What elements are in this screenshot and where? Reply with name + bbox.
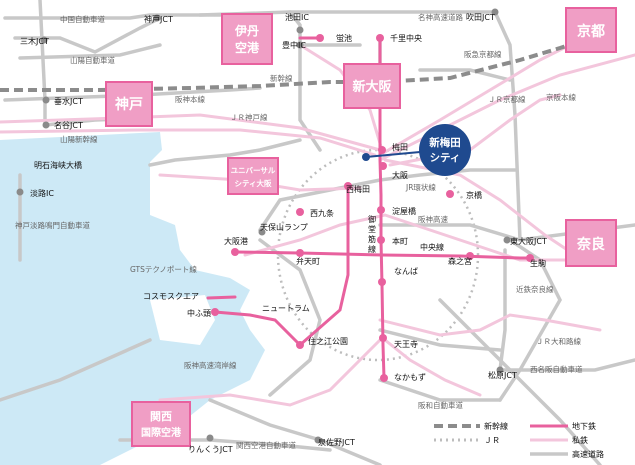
junction-dots bbox=[16, 8, 511, 444]
label-higashi-osaka-jct: 東大阪JCT bbox=[510, 236, 547, 246]
label-tennoji: 天王寺 bbox=[394, 340, 418, 349]
label-kankuu-expwy: 関西空港自動車道 bbox=[236, 440, 296, 450]
label-jr-yamatoji: ＪＲ大和路線 bbox=[536, 336, 581, 346]
legend-label-subway: 地下鉄 bbox=[572, 421, 596, 431]
label-newtram: ニュートラム bbox=[262, 304, 310, 313]
label-bentencho: 弁天町 bbox=[296, 256, 320, 266]
legend: 新幹線 ＪＲ 地下鉄 私鉄 高速道路 bbox=[434, 421, 604, 459]
city-box-kobe[interactable]: 神戸 bbox=[105, 81, 153, 127]
label-kintetsu-nara: 近鉄奈良線 bbox=[516, 284, 554, 294]
label-chugoku-expwy: 中国自動車道 bbox=[60, 14, 105, 24]
chuo-line bbox=[233, 250, 532, 260]
legend-label-expressway: 高速道路 bbox=[572, 449, 604, 459]
label-izumisano-jct: 泉佐野JCT bbox=[318, 437, 355, 447]
label-meishin-expwy: 名神高速道路 bbox=[418, 12, 463, 22]
city-label-usj-1: ユニバーサル bbox=[231, 166, 276, 175]
legend-label-private: 私鉄 bbox=[572, 435, 588, 445]
city-label-shin-osaka: 新大阪 bbox=[352, 79, 392, 95]
city-label-usj-2: シティ大阪 bbox=[234, 178, 272, 188]
label-morinomiya: 森之宮 bbox=[448, 256, 472, 266]
label-hankyu-kyoto: 阪急京都線 bbox=[464, 49, 502, 59]
city-label-kobe: 神戸 bbox=[115, 96, 143, 113]
label-nakamozu: なかもず bbox=[394, 372, 426, 382]
station-labels: 蛍池 千里中央 梅田 大阪 西梅田 京橋 淀屋橋 本町 なんば 天王寺 なかもず… bbox=[143, 33, 546, 382]
label-midosuji-2: 堂 bbox=[368, 224, 376, 234]
label-jr-kobe: ＪＲ神戸線 bbox=[230, 112, 268, 122]
label-kobe-awaji: 神戸淡路鳴門自動車道 bbox=[15, 220, 90, 230]
city-label-itami-2: 空港 bbox=[235, 40, 260, 55]
osaka-city-loop bbox=[276, 148, 480, 362]
label-suita-jct: 吹田JCT bbox=[466, 12, 495, 22]
label-hanshin-main: 阪神本線 bbox=[175, 94, 205, 104]
label-naya-jct: 名谷JCT bbox=[54, 120, 83, 130]
label-kobe-jct: 神戸JCT bbox=[144, 14, 173, 24]
bay-island bbox=[150, 295, 215, 345]
label-matsubara-jct: 松原JCT bbox=[488, 370, 517, 380]
label-senri-chuo: 千里中央 bbox=[390, 33, 422, 43]
city-box-kyoto[interactable]: 京都 bbox=[565, 7, 617, 53]
city-label-kyoto: 京都 bbox=[577, 23, 605, 40]
label-tarumi-jct: 垂水JCT bbox=[54, 96, 83, 106]
label-honmachi: 本町 bbox=[392, 236, 408, 246]
osaka-bay bbox=[0, 132, 265, 465]
label-rinku-jct: りんくうJCT bbox=[188, 445, 233, 454]
label-yodoyabashi: 淀屋橋 bbox=[392, 206, 416, 216]
label-suminoe: 住之江公園 bbox=[308, 336, 348, 346]
label-sanyo-shinkansen: 山陽新幹線 bbox=[60, 134, 98, 144]
station-dots bbox=[211, 34, 534, 382]
label-midosuji-4: 線 bbox=[368, 244, 376, 254]
road-labels: 中国自動車道 神戸JCT 三木JCT 山陽自動車道 垂水JCT 名谷JCT 山陽… bbox=[15, 12, 583, 454]
label-jr-loop: JR環状線 bbox=[405, 182, 436, 192]
label-midosuji-1: 御 bbox=[368, 214, 376, 224]
label-nishikujo: 西九条 bbox=[310, 208, 334, 218]
legend-label-jr: ＪＲ bbox=[484, 436, 500, 445]
city-label-kansai-2: 国際空港 bbox=[141, 426, 182, 439]
shin-umeda-city-marker[interactable]: 新梅田 シティ bbox=[362, 124, 471, 176]
label-hotarugaike: 蛍池 bbox=[336, 33, 352, 43]
city-label-nara: 奈良 bbox=[576, 236, 605, 253]
legend-label-shinkansen: 新幹線 bbox=[484, 421, 508, 431]
label-akashi-bridge: 明石海峡大橋 bbox=[34, 160, 82, 170]
label-osakako: 大阪港 bbox=[224, 236, 248, 246]
label-ikoma: 生駒 bbox=[530, 258, 546, 268]
city-box-shin-osaka[interactable]: 新大阪 bbox=[343, 63, 401, 109]
label-sanyo-expwy: 山陽自動車道 bbox=[70, 55, 115, 65]
label-namba: なんば bbox=[394, 267, 418, 276]
city-box-itami[interactable]: 伊丹 空港 bbox=[221, 13, 273, 65]
label-midosuji-3: 筋 bbox=[368, 234, 376, 244]
label-hanshin-expwy: 阪神高速 bbox=[418, 214, 448, 224]
label-gts-line: GTSテクノポート線 bbox=[130, 264, 197, 274]
city-label-kansai-1: 関西 bbox=[150, 410, 172, 423]
highlight-label-2: シティ bbox=[430, 152, 461, 164]
city-label-itami-1: 伊丹 bbox=[234, 23, 259, 38]
city-box-usj[interactable]: ユニバーサル シティ大阪 bbox=[227, 157, 279, 195]
label-kyobashi: 京橋 bbox=[466, 190, 482, 200]
label-nakafuto: 中ふ頭 bbox=[187, 308, 211, 318]
label-tempozan: 天保山ランプ bbox=[260, 222, 308, 232]
label-chuo-line: 中央線 bbox=[420, 242, 444, 252]
label-toyonaka-ic: 豊中IC bbox=[282, 40, 306, 50]
label-hanwa-expwy: 阪和自動車道 bbox=[418, 400, 463, 410]
label-wangan-line: 阪神高速湾岸線 bbox=[184, 360, 237, 370]
label-jr-kyoto: ＪＲ京都線 bbox=[488, 94, 526, 104]
label-ikeda-ic: 池田IC bbox=[285, 12, 309, 22]
label-miki-jct: 三木JCT bbox=[20, 36, 49, 46]
label-osaka: 大阪 bbox=[392, 170, 408, 180]
label-nishi-umeda: 西梅田 bbox=[346, 184, 370, 194]
label-umeda: 梅田 bbox=[392, 142, 408, 152]
label-awaji-ic: 淡路IC bbox=[30, 188, 54, 198]
label-cosmo-square: コスモスクエア bbox=[143, 292, 199, 301]
label-shinkansen: 新幹線 bbox=[270, 73, 293, 83]
highlight-label-1: 新梅田 bbox=[429, 136, 461, 149]
label-keihan: 京阪本線 bbox=[546, 92, 576, 102]
label-nishi-meihan: 西名阪自動車道 bbox=[530, 364, 583, 374]
city-box-kansai-airport[interactable]: 関西 国際空港 bbox=[131, 401, 191, 447]
city-box-nara[interactable]: 奈良 bbox=[565, 219, 617, 267]
